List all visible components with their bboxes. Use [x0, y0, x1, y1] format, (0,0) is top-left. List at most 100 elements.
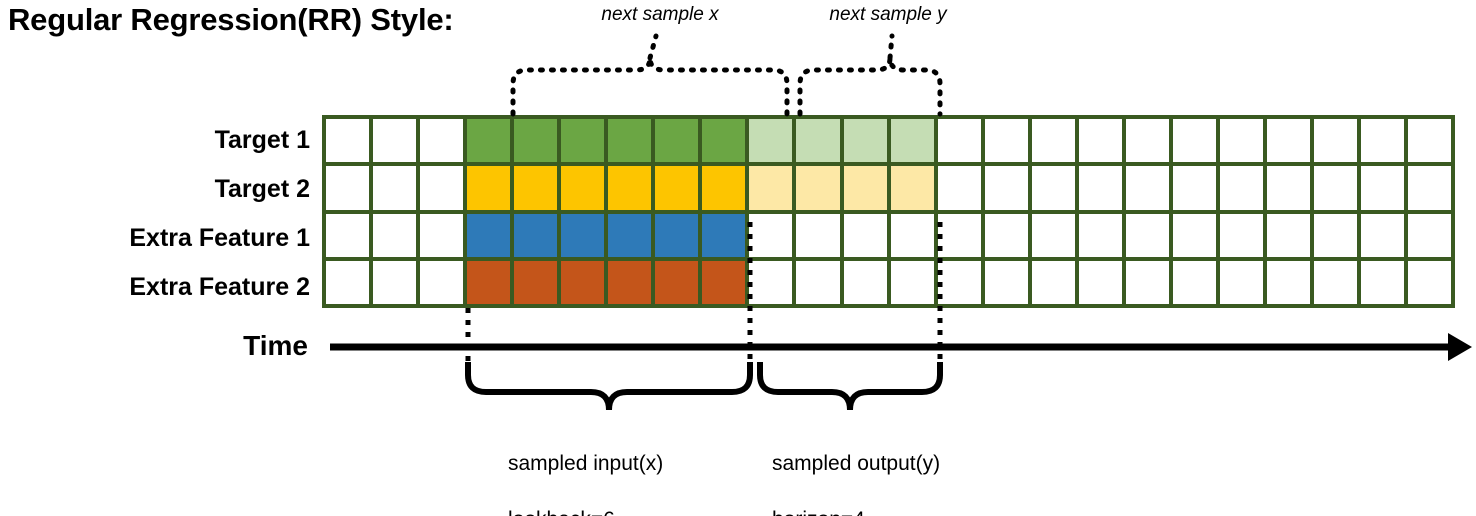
grid-cell — [937, 213, 981, 257]
grid-cell-input — [467, 119, 511, 163]
row-label-column: Target 1 Target 2 Extra Feature 1 Extra … — [0, 116, 310, 308]
caption-input-line-2: lookback=6 — [508, 506, 707, 516]
grid-cell-input — [467, 166, 511, 210]
grid-cell — [984, 119, 1028, 163]
grid-cell-input — [514, 260, 558, 304]
grid-cell-input — [702, 260, 746, 304]
grid-cell — [420, 166, 464, 210]
grid-cell — [890, 213, 934, 257]
grid-cell — [749, 260, 793, 304]
page-title: Regular Regression(RR) Style: — [8, 2, 454, 37]
grid-cell — [1078, 213, 1122, 257]
grid-cell — [1125, 213, 1169, 257]
grid-cell — [1266, 213, 1310, 257]
grid-cell — [1408, 213, 1452, 257]
grid-cell — [1361, 260, 1405, 304]
dotted-brace-next-sample-x — [510, 57, 790, 117]
row-label-extra-feature-1: Extra Feature 1 — [129, 224, 310, 252]
grid-cell — [1313, 166, 1358, 210]
grid-cell — [373, 213, 417, 257]
grid-cell — [1172, 119, 1216, 163]
callout-label-next-sample-x: next sample x — [601, 4, 719, 25]
grid-cell-input — [561, 260, 605, 304]
grid-cell — [1031, 166, 1075, 210]
grid-cell-input — [608, 119, 652, 163]
grid-cell — [1219, 166, 1263, 210]
grid-cell-input — [608, 213, 652, 257]
grid-cell — [984, 166, 1028, 210]
grid-cell-output — [843, 119, 887, 163]
row-label-target-1: Target 1 — [214, 126, 310, 154]
grid-cell-output — [796, 166, 840, 210]
row-label-target-2: Target 2 — [214, 175, 310, 203]
grid-cell — [1031, 213, 1075, 257]
time-axis-label: Time — [243, 330, 308, 361]
grid-cell-output — [749, 166, 793, 210]
grid-cell — [843, 260, 887, 304]
grid-cell — [1078, 260, 1122, 304]
grid-cell-input — [467, 260, 511, 304]
grid-cell — [326, 213, 370, 257]
grid-cell — [843, 213, 887, 257]
timeseries-grid — [322, 115, 1455, 308]
grid-cell-output — [890, 119, 934, 163]
solid-brace-sampled-input — [465, 362, 753, 411]
grid-cell-input — [702, 119, 746, 163]
caption-output-line-2: horizon=4 — [772, 506, 984, 516]
grid-cell — [1125, 260, 1169, 304]
grid-cell-output — [890, 166, 934, 210]
grid-cell — [1361, 213, 1405, 257]
caption-sampled-output: sampled output(y) horizon=4 output_featu… — [772, 422, 984, 516]
grid-cell-input — [514, 166, 558, 210]
grid-row-target-1 — [326, 119, 1452, 163]
brace-leader-y — [887, 33, 895, 61]
grid-cell — [937, 260, 981, 304]
grid-cell — [326, 166, 370, 210]
grid-cell-input — [655, 260, 699, 304]
brace-leader-x — [647, 33, 659, 61]
grid-cell — [1078, 119, 1122, 163]
caption-output-line-1: sampled output(y) — [772, 451, 941, 475]
grid-cell-input — [514, 119, 558, 163]
grid-cell-input — [561, 119, 605, 163]
caption-input-line-1: sampled input(x) — [508, 451, 664, 475]
grid-cell — [984, 260, 1028, 304]
grid-cell — [1125, 166, 1169, 210]
grid-cell — [420, 119, 464, 163]
grid-cell — [1361, 119, 1405, 163]
grid-cell — [1219, 260, 1263, 304]
grid-cell-output — [796, 119, 840, 163]
grid-cell — [796, 260, 840, 304]
grid-cell-input — [514, 213, 558, 257]
time-axis-arrow — [330, 333, 1472, 361]
grid-cell — [1266, 166, 1310, 210]
grid-cell — [326, 260, 370, 304]
grid-cell-input — [702, 166, 746, 210]
grid-cell — [796, 213, 840, 257]
grid-cell — [326, 119, 370, 163]
grid-cell — [1313, 260, 1358, 304]
dotted-brace-next-sample-y — [797, 57, 943, 117]
grid-cell — [1172, 260, 1216, 304]
grid-cell — [1172, 213, 1216, 257]
grid-cell — [1313, 119, 1358, 163]
grid-cell — [1219, 213, 1263, 257]
grid-cell — [1125, 119, 1169, 163]
grid-cell — [373, 260, 417, 304]
grid-cell — [1408, 166, 1452, 210]
grid-cell — [937, 166, 981, 210]
grid-cell-input — [561, 166, 605, 210]
solid-brace-sampled-output — [757, 362, 943, 411]
grid-cell — [373, 119, 417, 163]
grid-cell — [1031, 119, 1075, 163]
grid-cell — [1219, 119, 1263, 163]
grid-cell-input — [561, 213, 605, 257]
grid-cell — [1031, 260, 1075, 304]
grid-cell-input — [702, 213, 746, 257]
grid-row-target-2 — [326, 166, 1452, 210]
grid-cell — [420, 213, 464, 257]
grid-cell-input — [467, 213, 511, 257]
grid-cell-input — [608, 260, 652, 304]
grid-cell — [749, 213, 793, 257]
